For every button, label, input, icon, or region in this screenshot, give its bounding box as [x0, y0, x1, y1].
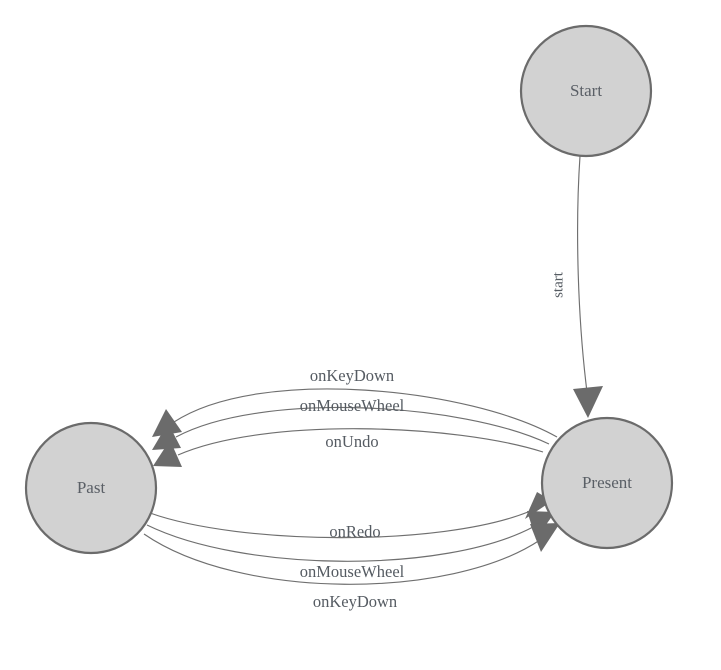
node-past-circle — [24, 421, 158, 555]
node-present-circle — [540, 416, 674, 550]
edge-present-to-past-onundo-arrowhead — [153, 440, 182, 467]
node-start[interactable]: Start — [519, 24, 653, 158]
edge-label-present-past-onundo: onUndo — [325, 432, 378, 451]
edge-start-to-present-path — [577, 155, 588, 393]
edge-present-to-past-onkeydown[interactable]: onKeyDown — [152, 366, 558, 438]
edge-label-present-past-onkeydown: onKeyDown — [310, 366, 394, 385]
edge-past-to-present-onredo-path — [149, 511, 529, 539]
edge-present-to-past-onmousewheel-path — [175, 406, 550, 445]
edge-present-to-past-onundo[interactable]: onUndo — [153, 428, 544, 467]
edges-layer: start onKeyDown onMouseWheel onUndo — [143, 155, 603, 611]
edge-label-start: start — [550, 271, 566, 298]
node-start-label: Start — [570, 81, 602, 100]
edge-label-past-present-onkeydown: onKeyDown — [313, 592, 397, 611]
node-present-label: Present — [582, 473, 632, 492]
edge-past-to-present-onredo[interactable]: onRedo — [149, 492, 552, 541]
edge-past-to-present-onkeydown[interactable]: onKeyDown — [143, 523, 560, 611]
edge-start-to-present-arrowhead — [573, 386, 603, 418]
edge-present-to-past-onundo-path — [177, 428, 544, 456]
edge-label-present-past-onmousewheel: onMouseWheel — [300, 396, 405, 415]
edge-past-to-present-onmousewheel-path — [146, 524, 534, 562]
node-start-circle — [519, 24, 653, 158]
edge-present-to-past-onmousewheel[interactable]: onMouseWheel — [152, 396, 550, 450]
edge-past-to-present-onkeydown-arrowhead — [530, 523, 560, 552]
edge-past-to-present-onkeydown-path — [143, 533, 541, 585]
node-present[interactable]: Present — [540, 416, 674, 550]
edge-present-to-past-onmousewheel-arrowhead — [152, 423, 181, 450]
node-past-label: Past — [77, 478, 106, 497]
node-past[interactable]: Past — [24, 421, 158, 555]
edge-label-past-present-onredo: onRedo — [329, 522, 380, 541]
edge-present-to-past-onkeydown-path — [173, 388, 558, 438]
edge-start-to-present[interactable]: start — [550, 155, 603, 418]
nodes-layer: Start Past Present — [24, 24, 674, 555]
edge-label-past-present-onmousewheel: onMouseWheel — [300, 562, 405, 581]
edge-present-to-past-onkeydown-arrowhead — [152, 409, 182, 437]
